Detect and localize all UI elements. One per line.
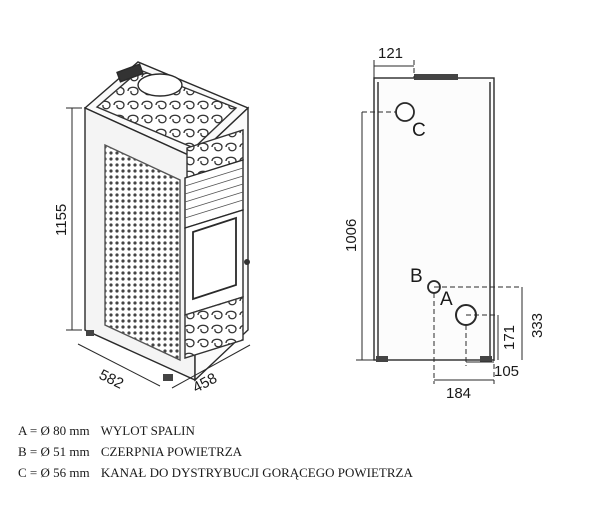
height-dimension: 1155 [53,204,70,236]
outlet-height-dimension: 171 [501,325,518,350]
legend-code-a: A = Ø 80 mm [18,423,90,438]
label-a: A [440,289,453,310]
legend-desc-a: WYLOT SPALIN [100,423,195,438]
rear-height-dimension: 1006 [343,219,360,252]
port-c [395,102,415,122]
top-grill-oval [137,73,183,97]
legend-code-b: B = Ø 51 mm [18,444,90,459]
foot-front [163,374,173,381]
foot-rear [376,356,388,362]
door-handle [244,259,250,265]
legend: A = Ø 80 mm WYLOT SPALIN B = Ø 51 mm CZE… [18,420,421,483]
inlet-width-dimension: 184 [446,385,471,402]
depth-dimension: 582 [96,366,126,392]
control-panel [116,63,144,83]
stove-perspective-view [83,61,250,382]
legend-desc-b: CZERPNIA POWIETRZA [100,444,243,459]
inlet-height-dimension: 333 [529,313,546,338]
foot-front-side [480,356,492,362]
door-glass [192,216,237,301]
right-dimension-lines [356,60,523,384]
top-flue-cap [414,74,458,80]
label-c: C [412,120,426,141]
legend-row-c: C = Ø 56 mm KANAŁ DO DYSTRYBUCJI GORĄCEG… [18,462,421,483]
legend-row-a: A = Ø 80 mm WYLOT SPALIN [18,420,421,441]
legend-row-b: B = Ø 51 mm CZERPNIA POWIETRZA [18,441,421,462]
top-offset-dimension: 121 [378,45,403,62]
outlet-offset-dimension: 105 [494,363,519,380]
stove-top-ornament [95,69,238,149]
foot-left [86,330,94,336]
legend-code-c: C = Ø 56 mm [18,465,90,480]
side-perforated-panel [104,143,181,362]
legend-desc-c: KANAŁ DO DYSTRYBUCJI GORĄCEGO POWIETRZA [100,465,413,480]
front-bottom-ornament [184,296,244,359]
label-b: B [410,266,423,287]
left-dimension-lines [66,107,251,389]
louvre-lines [184,167,244,219]
